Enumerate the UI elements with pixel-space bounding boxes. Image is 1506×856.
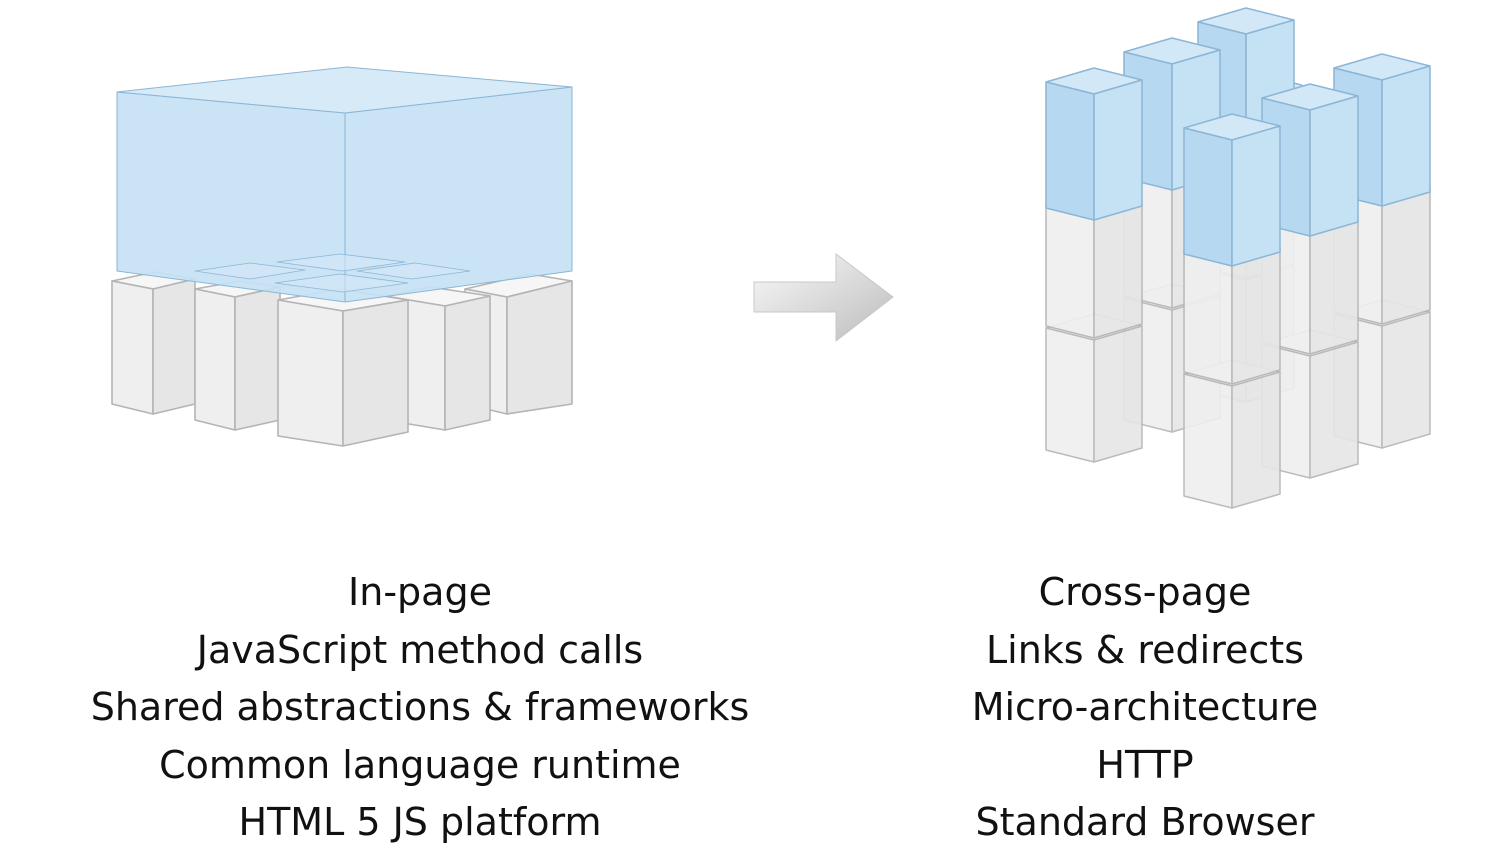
left-caption-line: Common language runtime	[159, 742, 681, 787]
face	[1381, 65, 1431, 207]
face	[1309, 341, 1359, 479]
face	[1381, 311, 1431, 449]
left-caption-line: In-page	[348, 570, 492, 614]
face	[1045, 327, 1095, 463]
face	[1231, 247, 1281, 385]
service-block	[1045, 67, 1143, 221]
face	[1183, 373, 1233, 509]
face	[1093, 325, 1143, 463]
face	[1183, 249, 1233, 385]
monolith-block	[116, 66, 573, 303]
face	[1045, 203, 1095, 339]
left-caption-line: JavaScript method calls	[196, 627, 644, 672]
right-caption-line: Standard Browser	[975, 800, 1315, 844]
face	[1045, 81, 1095, 221]
left-caption-line: HTML 5 JS platform	[238, 800, 602, 844]
microservice-columns-icon	[1045, 7, 1431, 509]
right-caption-line: Links & redirects	[985, 627, 1304, 672]
left-caption-line: Shared abstractions & frameworks	[90, 685, 750, 729]
left-caption: In-page JavaScript method calls Shared a…	[40, 564, 800, 852]
face	[1309, 217, 1359, 355]
base-box	[194, 280, 281, 431]
face	[1231, 125, 1281, 267]
illustration	[111, 7, 1431, 509]
face	[1309, 95, 1359, 237]
face	[1183, 127, 1233, 267]
face	[1231, 371, 1281, 509]
face	[1093, 201, 1143, 339]
base-box	[277, 288, 409, 447]
face	[1093, 79, 1143, 221]
right-arrow-icon	[753, 252, 894, 343]
right-caption-line: Cross-page	[1038, 570, 1252, 614]
base-boxes	[111, 271, 573, 447]
right-caption-line: Micro-architecture	[971, 685, 1319, 729]
right-caption-line: HTTP	[1096, 742, 1194, 787]
right-caption: Cross-page Links & redirects Micro-archi…	[900, 564, 1390, 852]
face	[1381, 187, 1431, 325]
base-box	[111, 271, 196, 415]
service-block	[1183, 113, 1281, 267]
monolith-cube-stack-icon	[111, 66, 573, 447]
